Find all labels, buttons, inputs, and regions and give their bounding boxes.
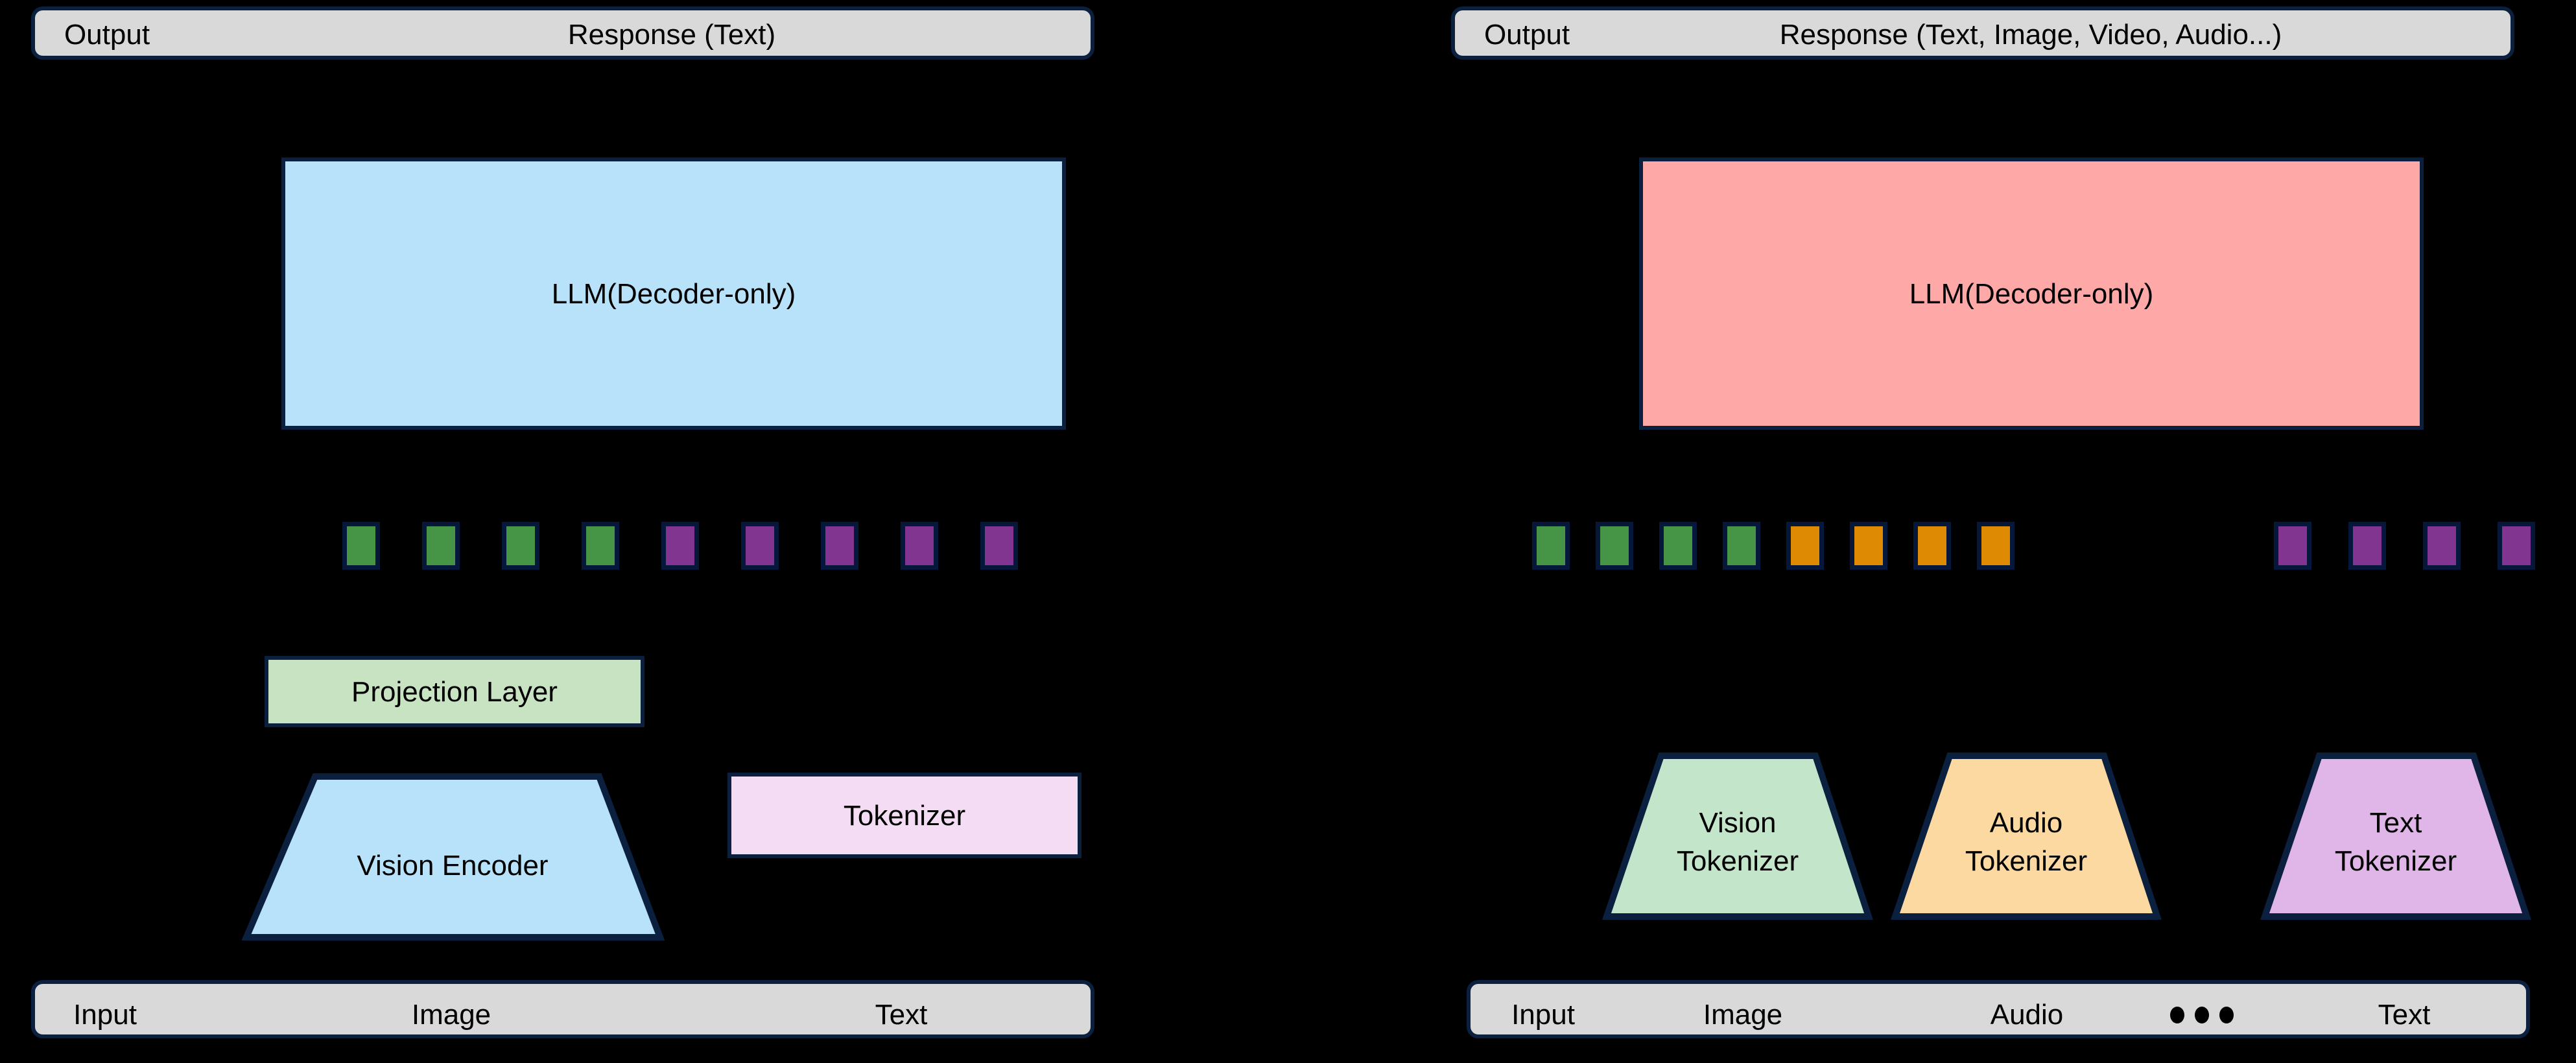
left-llm-block: LLM(Decoder-only)	[281, 158, 1066, 430]
token-square	[1913, 522, 1951, 570]
right-llm-block: LLM(Decoder-only)	[1639, 158, 2424, 430]
right-input-bar	[1467, 980, 2530, 1038]
left-output-bar-label-response: Response (Text)	[567, 19, 776, 51]
token-square	[1850, 522, 1887, 570]
token-square	[582, 522, 619, 570]
text-tokenizer-shape: Text Tokenizer	[2260, 752, 2532, 920]
right-input-bar-label-audio: Audio	[1990, 999, 2064, 1031]
token-square	[342, 522, 380, 570]
token-square	[1786, 522, 1824, 570]
right-output-bar	[1451, 6, 2514, 60]
token-square	[422, 522, 460, 570]
token-square	[2348, 522, 2386, 570]
token-square	[980, 522, 1018, 570]
right-input-bar-label-text: Text	[2378, 999, 2431, 1031]
right-output-bar-label-response: Response (Text, Image, Video, Audio...)	[1779, 19, 2282, 51]
token-square	[502, 522, 539, 570]
left-output-bar-label-output: Output	[64, 19, 150, 51]
right-output-bar-label-output: Output	[1483, 19, 1570, 51]
right-llm-label: LLM(Decoder-only)	[1909, 277, 2154, 310]
left-input-bar	[31, 980, 1094, 1038]
audio-tokenizer-shape: Audio Tokenizer	[1890, 752, 2162, 920]
left-output-bar	[31, 6, 1094, 60]
token-square	[1532, 522, 1570, 570]
left-input-bar-label-text: Text	[875, 999, 928, 1031]
left-llm-label: LLM(Decoder-only)	[551, 277, 796, 310]
vision-encoder-shape: Vision Encoder	[239, 773, 667, 941]
token-square	[1659, 522, 1697, 570]
projection-layer-label: Projection Layer	[351, 675, 558, 708]
tokenizer-block: Tokenizer	[727, 773, 1081, 858]
token-square	[661, 522, 699, 570]
token-square	[2498, 522, 2535, 570]
token-square	[1723, 522, 1760, 570]
right-input-bar-label-image: Image	[1703, 999, 1783, 1031]
token-square	[901, 522, 938, 570]
token-square	[2423, 522, 2461, 570]
right-input-bar-label-input: Input	[1511, 999, 1575, 1031]
token-square	[2274, 522, 2311, 570]
left-input-bar-label-image: Image	[411, 999, 491, 1031]
tokenizer-label: Tokenizer	[843, 799, 966, 832]
token-square	[741, 522, 779, 570]
left-input-bar-label-input: Input	[73, 999, 137, 1031]
token-square	[1977, 522, 2015, 570]
token-square	[1596, 522, 1633, 570]
projection-layer-block: Projection Layer	[265, 656, 644, 727]
vision-tokenizer-shape: Vision Tokenizer	[1601, 752, 1874, 920]
ellipsis-icon	[2170, 1007, 2234, 1023]
token-square	[821, 522, 858, 570]
